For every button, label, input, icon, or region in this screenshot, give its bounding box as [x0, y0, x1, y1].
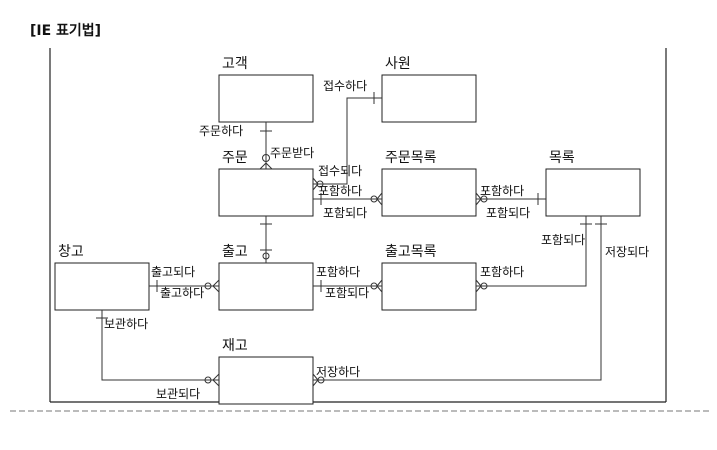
rel-label-shipped: 출고하다 — [160, 286, 204, 300]
rel-label-catalog-included-2: 포함되다 — [541, 233, 585, 247]
entity-warehouse-box — [54, 262, 150, 311]
rel-label-saves: 저장하다 — [316, 365, 360, 379]
rel-catalog-shipmentitems — [475, 216, 592, 293]
rel-label-catalog-includes: 포함하다 — [480, 184, 524, 198]
entity-employee-box — [381, 74, 477, 123]
entity-employee-label: 사원 — [385, 56, 411, 72]
rel-order-shipment — [260, 216, 272, 263]
entity-shipment-box — [218, 262, 314, 311]
rel-label-receives-order: 주문받다 — [270, 146, 314, 160]
rel-warehouse-inventory — [96, 310, 220, 387]
entity-catalog-box — [545, 168, 641, 217]
rel-label-catalog-includes-2: 포함하다 — [480, 265, 524, 279]
entity-inventory-label: 재고 — [222, 338, 248, 354]
rel-employee-order — [312, 92, 382, 191]
rel-label-shipment-includes: 포함하다 — [316, 265, 360, 279]
entity-catalog-label: 목록 — [549, 150, 575, 166]
rel-customer-order — [259, 122, 273, 170]
rel-label-stores: 보관하다 — [104, 317, 148, 331]
rel-shipment-shipmentitems — [313, 279, 383, 293]
rel-warehouse-shipment — [149, 279, 220, 293]
entity-customer-box — [218, 74, 314, 123]
rel-label-stored: 보관되다 — [156, 387, 200, 401]
entity-order-items-box — [381, 168, 477, 217]
entity-warehouse-label: 창고 — [58, 244, 84, 260]
entity-order-items-label: 주문목록 — [385, 150, 437, 166]
entity-order-label: 주문 — [222, 150, 248, 166]
rel-label-saved: 저장되다 — [605, 245, 649, 259]
rel-label-ships: 출고되다 — [151, 265, 195, 279]
rel-catalog-inventory — [312, 216, 607, 387]
diagram-title: [IE 표기법] — [30, 23, 101, 39]
rel-label-shipment-included: 포함되다 — [325, 286, 369, 300]
rel-label-order-includes: 포함하다 — [318, 184, 362, 198]
rel-order-orderitems — [313, 192, 383, 206]
rel-label-accepts: 접수하다 — [323, 79, 367, 93]
rel-label-catalog-included: 포함되다 — [486, 206, 530, 220]
entity-shipment-items-box — [381, 262, 477, 311]
rel-catalog-orderitems — [475, 192, 546, 206]
entity-shipment-items-label: 출고목록 — [385, 244, 437, 260]
entity-shipment-label: 출고 — [222, 244, 248, 260]
entity-inventory-box — [218, 356, 314, 405]
entity-customer-label: 고객 — [222, 56, 248, 72]
rel-label-places-order: 주문하다 — [199, 124, 243, 138]
rel-label-accepted: 접수되다 — [318, 164, 362, 178]
entity-order-box — [218, 168, 314, 217]
rel-label-order-included: 포함되다 — [323, 206, 367, 220]
